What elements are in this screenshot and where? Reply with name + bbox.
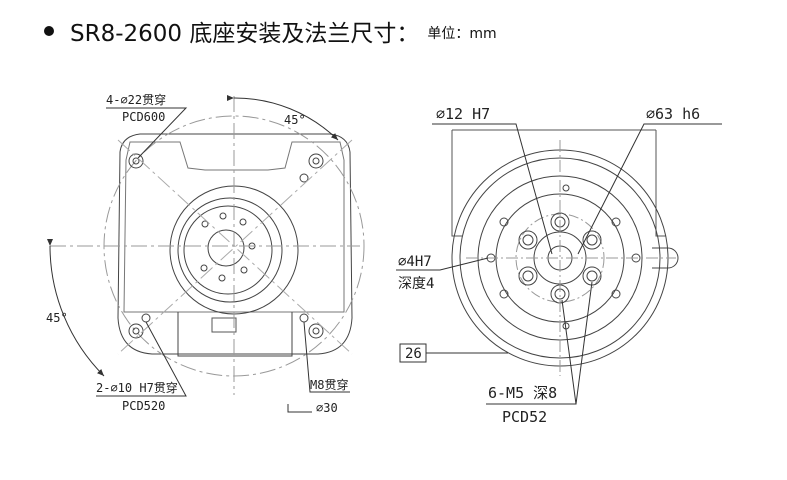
tap-hole (518, 266, 538, 286)
pin-label-1: ∅4H7 (398, 254, 432, 270)
thread-hole (299, 313, 309, 323)
joint-housing-mid (177, 197, 283, 303)
pin-label-1: 2-∅10 H7贯穿 (96, 380, 178, 395)
flange-ring-1 (459, 157, 661, 359)
base-inner-outline (123, 141, 345, 313)
diag-line (117, 139, 353, 355)
diag-line (117, 139, 353, 355)
mount-hole (308, 323, 324, 339)
base-outline (117, 133, 353, 355)
angle-arc-top (226, 95, 339, 141)
side-boss (652, 247, 679, 269)
mount-hole (312, 157, 320, 165)
flange-hole (218, 274, 226, 282)
joint-bore (207, 229, 245, 267)
thread-depth-bracket (287, 404, 312, 413)
pin-label-2: 深度4 (398, 276, 434, 292)
mount-hole (132, 157, 140, 165)
leader-flange (577, 123, 722, 255)
cable-box (177, 312, 293, 357)
bullet-icon (44, 26, 54, 36)
leader-tap-2 (575, 281, 593, 405)
mount-hole (308, 153, 324, 169)
tap-label-2: PCD52 (502, 408, 547, 426)
flange-label: ∅63 h6 (646, 105, 700, 123)
mount-hole (128, 323, 144, 339)
small-hole (562, 184, 570, 192)
mount-hole (132, 327, 140, 335)
mounting-holes (128, 153, 324, 339)
thread-label-1: M8贯穿 (310, 377, 348, 392)
pin-label-2: PCD520 (122, 399, 165, 413)
leader-thread (303, 321, 350, 393)
joint-housing-inner (183, 205, 273, 295)
leader-pin-4h7 (396, 257, 489, 271)
pin-hole (299, 173, 309, 183)
flange-hole (240, 266, 248, 274)
leader-pin (96, 321, 187, 397)
page-title: SR8-2600 底座安装及法兰尺寸： (70, 21, 420, 47)
cable-slot (211, 317, 237, 333)
tap-label-1: 6-M5 深8 (488, 384, 557, 402)
thread-label-2: ∅30 (316, 401, 338, 415)
hole-label-1: 4-∅22贯穿 (106, 92, 166, 107)
header: SR8-2600 底座安装及法兰尺寸： 单位：mm (44, 14, 497, 48)
angle-label-left: 45° (46, 311, 68, 325)
flange-hole (200, 264, 208, 272)
bore-label: ∅12 H7 (436, 105, 490, 123)
angle-arc-left (46, 238, 105, 377)
mount-hole (312, 327, 320, 335)
tap-hole-group (518, 212, 602, 304)
leader-hole (106, 107, 188, 159)
flange-hole (239, 218, 247, 226)
tap-hole (582, 230, 602, 250)
hole-label-2: PCD600 (122, 110, 165, 124)
base-view (46, 95, 365, 413)
small-hole (611, 289, 621, 299)
unit-label: 单位：mm (427, 26, 497, 42)
small-hole (611, 217, 621, 227)
dim-box-label: 26 (405, 346, 422, 362)
mount-hole (128, 153, 144, 169)
tap-hole (518, 230, 538, 250)
flange-housing (451, 130, 666, 237)
flange-hole (219, 212, 227, 220)
flange-hole (201, 220, 209, 228)
pin-hole (141, 313, 151, 323)
flange-pcd-circle (515, 213, 605, 303)
flange-view (396, 123, 722, 405)
small-hole (499, 289, 509, 299)
angle-label-top: 45° (284, 113, 306, 127)
leader-bore (432, 123, 553, 255)
small-hole (499, 217, 509, 227)
